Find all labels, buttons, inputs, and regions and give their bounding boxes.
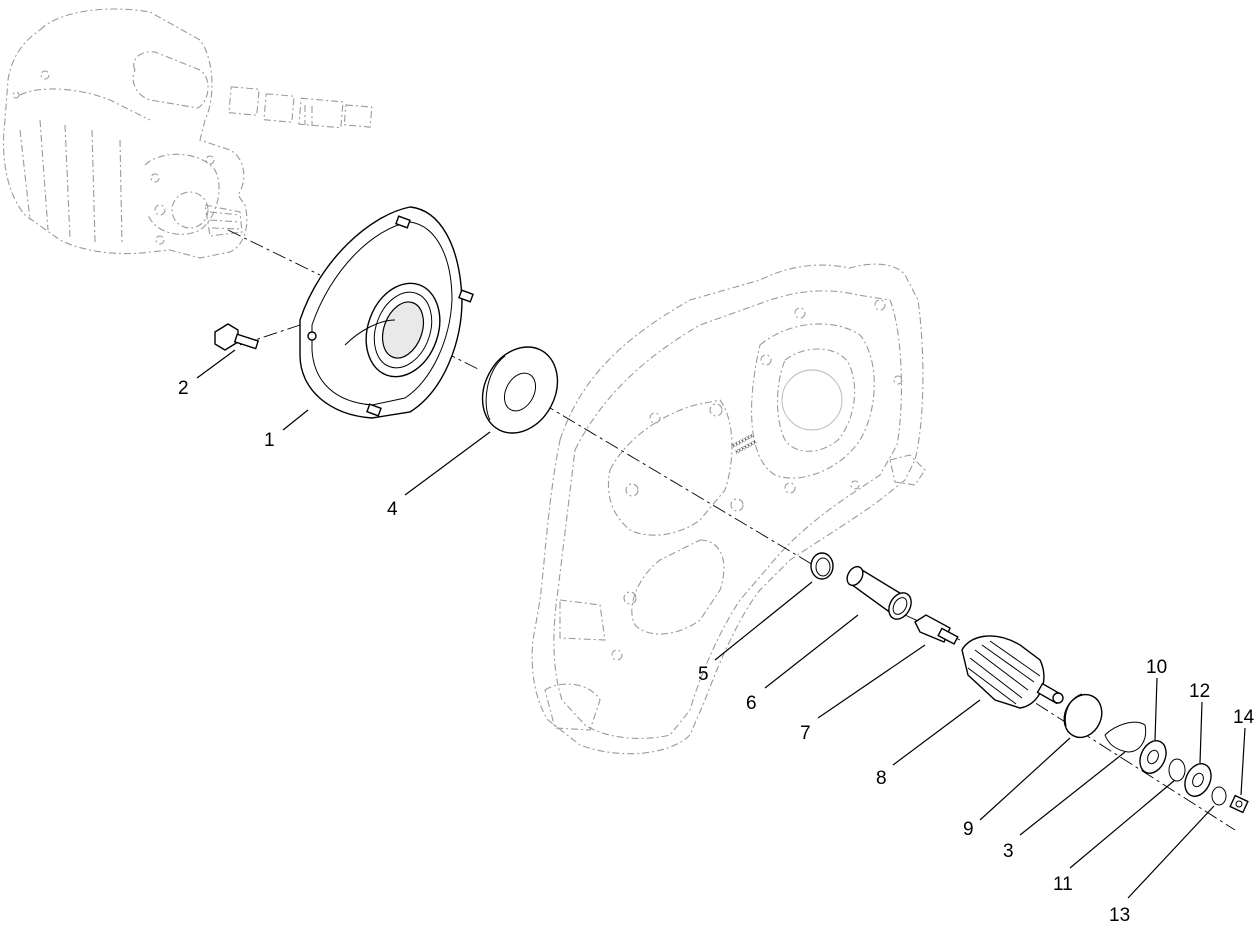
callout-labels: 2 1 4 5 6 7 8 9 3 10 11 12 13 14 <box>178 378 1255 926</box>
leader-9 <box>979 737 1071 821</box>
leader-6 <box>764 614 859 689</box>
part-5-retaining-ring <box>810 552 834 580</box>
leader-13 <box>1127 805 1215 899</box>
part-4-seal <box>481 346 559 434</box>
leader-4 <box>404 431 491 496</box>
callout-13: 13 <box>1109 905 1130 926</box>
callout-12: 12 <box>1189 681 1210 702</box>
part-12-washer <box>1184 763 1212 797</box>
part-2-bolt <box>214 323 260 351</box>
leader-8 <box>892 699 981 766</box>
part-3-clip <box>1104 721 1147 753</box>
part-14-nut <box>1229 794 1249 814</box>
leader-lines <box>196 349 1246 899</box>
callout-4: 4 <box>387 499 398 520</box>
callout-11: 11 <box>1053 874 1073 895</box>
part-7-shaft <box>914 614 959 645</box>
part-8-pulley <box>961 635 1064 709</box>
leader-11 <box>1069 779 1176 869</box>
housing-stamp: XXXXXXX XXXXXXX <box>731 433 758 456</box>
leader-2 <box>196 349 236 379</box>
part-6-sleeve <box>846 565 912 620</box>
callout-7: 7 <box>800 723 811 744</box>
part-10-washer <box>1139 740 1167 774</box>
leader-12 <box>1199 701 1203 764</box>
leader-10 <box>1154 677 1158 741</box>
leader-14 <box>1240 727 1246 796</box>
engine-assembly-ghost <box>2 8 373 259</box>
part-13-retaining-ring <box>1211 786 1227 806</box>
callout-3: 3 <box>1003 841 1014 862</box>
callout-6: 6 <box>746 693 757 714</box>
leader-1 <box>282 409 309 431</box>
leader-5 <box>714 581 813 661</box>
callout-9: 9 <box>963 819 974 840</box>
part-11-spring-clip <box>1168 758 1186 782</box>
leader-3 <box>1019 751 1126 836</box>
callout-1: 1 <box>264 430 275 451</box>
part-9-spacer <box>1063 693 1103 739</box>
callout-14: 14 <box>1233 707 1255 728</box>
callout-2: 2 <box>178 378 189 399</box>
callout-5: 5 <box>698 664 709 685</box>
part-1-adapter-plate <box>299 206 474 419</box>
callout-8: 8 <box>876 768 887 789</box>
leader-7 <box>817 644 926 719</box>
callout-10: 10 <box>1146 657 1167 678</box>
housing-cover-ghost: XXXXXXX XXXXXXX <box>531 263 926 755</box>
